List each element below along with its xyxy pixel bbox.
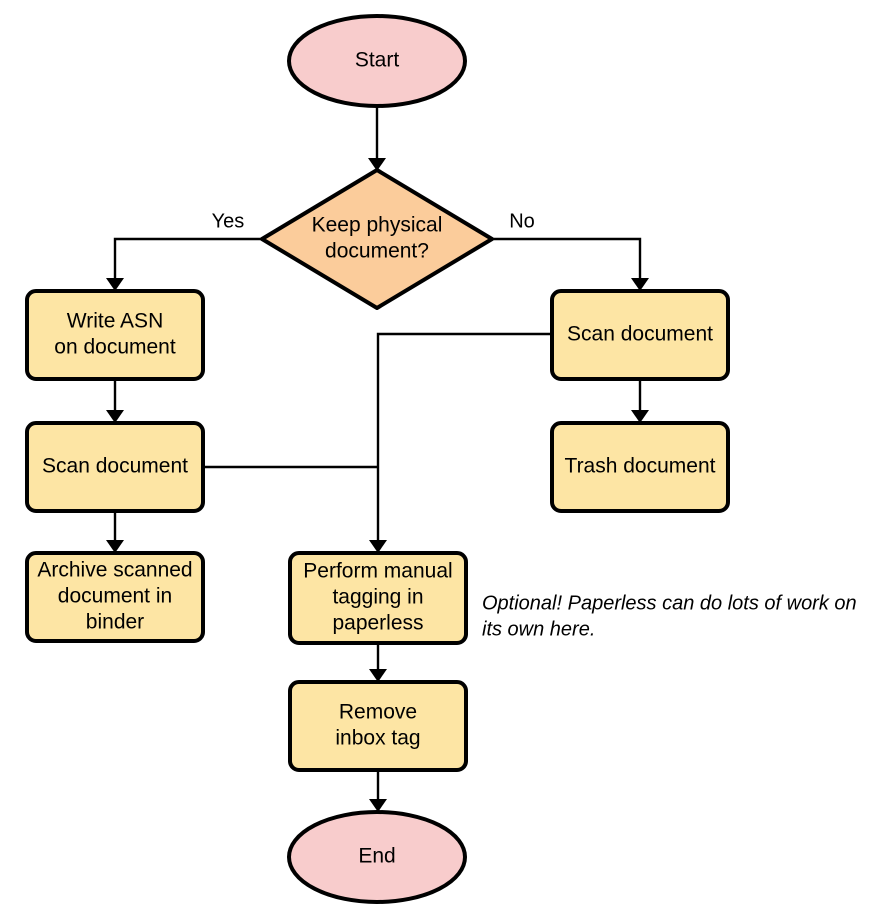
node-label-line: inbox tag — [335, 727, 420, 750]
node-label-line: Scan document — [42, 455, 188, 478]
process-shape — [25, 421, 205, 513]
terminator-shape — [287, 810, 467, 904]
edge-line — [376, 332, 552, 550]
process-shape — [550, 421, 730, 513]
edge-decision-no-to-scan-right: No — [492, 210, 649, 291]
edge-scan-left-to-archive — [106, 511, 124, 553]
node-remove-inbox-tag[interactable]: Remove inbox tag — [288, 680, 468, 772]
edge-start-to-decision — [368, 106, 386, 171]
node-label-line: Archive scanned — [37, 559, 192, 582]
node-label-line: Write ASN — [67, 310, 163, 333]
node-trash[interactable]: Trash document — [550, 421, 730, 513]
node-label-line: document? — [325, 240, 429, 263]
process-shape — [288, 551, 468, 645]
node-label-line: binder — [86, 611, 144, 634]
node-label-line: Trash document — [565, 455, 716, 478]
node-scan-right[interactable]: Scan document — [550, 289, 730, 381]
arrowhead-icon — [369, 669, 387, 682]
edge-label-no: No — [509, 210, 535, 232]
edge-scan-right-to-manual-tagging — [369, 332, 552, 553]
arrowhead-icon — [631, 278, 649, 291]
edge-manual-tagging-to-remove-inbox-tag — [369, 643, 387, 682]
arrowhead-icon — [106, 540, 124, 553]
node-archive-binder[interactable]: Archive scanned document in binder — [25, 551, 205, 643]
node-label-line: tagging in — [332, 586, 423, 609]
node-write-asn[interactable]: Write ASN on document — [25, 289, 205, 381]
node-label-line: paperless — [332, 612, 423, 635]
arrowhead-icon — [631, 410, 649, 423]
node-label-line: Perform manual — [303, 560, 452, 583]
node-manual-tagging[interactable]: Perform manual tagging in paperless — [288, 551, 468, 645]
process-shape — [550, 289, 730, 381]
node-label-line: End — [358, 845, 395, 868]
node-label-line: Keep physical — [312, 214, 443, 237]
node-label-line: document in — [58, 585, 172, 608]
annotation-line: its own here. — [482, 618, 595, 640]
arrowhead-icon — [369, 540, 387, 553]
annotation-line: Optional! Paperless can do lots of work … — [482, 592, 857, 614]
process-shape — [25, 289, 205, 381]
edge-line — [113, 237, 262, 288]
annotations-layer: Optional! Paperless can do lots of work … — [482, 592, 857, 640]
node-start[interactable]: Start — [287, 14, 467, 108]
node-label-line: Scan document — [567, 323, 713, 346]
arrowhead-icon — [369, 799, 387, 812]
terminator-shape — [287, 14, 467, 108]
node-scan-left[interactable]: Scan document — [25, 421, 205, 513]
annotation-optional-note: Optional! Paperless can do lots of work … — [482, 592, 857, 640]
edge-write-asn-to-scan-left — [106, 379, 124, 423]
edge-scan-right-to-trash — [631, 379, 649, 423]
node-label-line: on document — [54, 336, 176, 359]
node-label-line: Remove — [339, 701, 417, 724]
edge-line — [492, 237, 642, 288]
process-shape — [25, 551, 205, 643]
arrowhead-icon — [368, 158, 386, 171]
process-shape — [288, 680, 468, 772]
arrowhead-icon — [106, 278, 124, 291]
arrowhead-icon — [106, 410, 124, 423]
edge-remove-inbox-tag-to-end — [369, 770, 387, 812]
edge-decision-yes-to-write-asn: Yes — [106, 210, 262, 291]
node-keep-physical[interactable]: Keep physical document? — [260, 168, 494, 310]
edge-label-yes: Yes — [212, 210, 245, 232]
node-end[interactable]: End — [287, 810, 467, 904]
decision-shape — [260, 168, 494, 310]
edges-layer: Yes No — [106, 106, 649, 812]
node-label-line: Start — [355, 49, 400, 72]
